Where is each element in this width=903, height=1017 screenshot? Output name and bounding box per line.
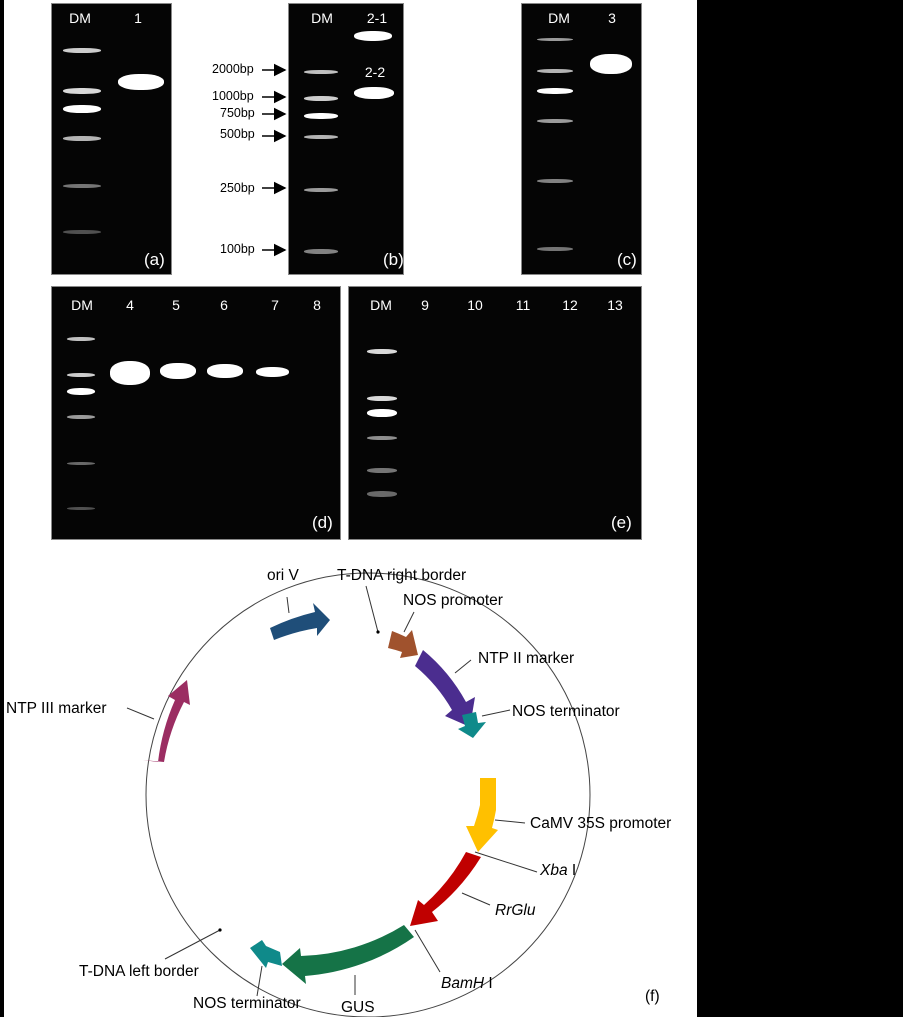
nos-promoter-arrow (388, 630, 418, 658)
lane-label-dm: DM (311, 10, 333, 26)
ladder-band (537, 247, 573, 251)
gel-panel-b: DM 2-1 2-2 (b) (288, 3, 404, 275)
label-ntp3-marker: NTP III marker (6, 700, 107, 717)
camv35s-arrow (466, 778, 498, 852)
sample-band-2-1 (354, 31, 392, 41)
sample-band-5 (160, 363, 196, 379)
label-tdna-left-border: T-DNA left border (79, 963, 199, 980)
sample-band-1 (118, 74, 164, 90)
ladder-band (537, 179, 573, 183)
panel-label-a: (a) (144, 250, 165, 269)
lane-label-dm: DM (69, 10, 91, 26)
sample-band-2-2 (354, 87, 394, 99)
panel-label-c: (c) (617, 250, 637, 269)
label-rrglu: RrGlu (495, 902, 536, 919)
panel-label-d: (d) (312, 513, 333, 532)
ladder-band (67, 415, 95, 419)
gus-arrow (282, 925, 414, 984)
nos-terminator-1-arrow (458, 712, 486, 738)
lane-label-11: 11 (515, 297, 531, 313)
panel-label-b: (b) (383, 250, 404, 269)
ladder-band (63, 184, 101, 188)
ntp3-arrow (143, 680, 190, 762)
sample-band-7 (256, 367, 289, 377)
lane-label-9: 9 (421, 297, 429, 313)
lane-label-10: 10 (467, 297, 483, 313)
ladder-band (67, 373, 95, 377)
panel-label-e: (e) (611, 513, 632, 532)
ladder-band (67, 337, 95, 341)
ladder-band (367, 349, 397, 354)
lane-label-2-1: 2-1 (366, 10, 388, 26)
panel-label-f: (f) (645, 988, 660, 1005)
label-gus: GUS (341, 999, 375, 1016)
ladder-band (304, 249, 338, 254)
label-nos-terminator-1: NOS terminator (512, 703, 620, 720)
sample-band-4 (110, 361, 150, 385)
lane-label-dm: DM (548, 10, 570, 26)
ladder-band (63, 88, 101, 94)
marker-2000bp: 2000bp (212, 62, 254, 76)
gel-panel-e: DM 9 10 11 12 13 (e) (348, 286, 642, 540)
label-nos-promoter: NOS promoter (403, 592, 503, 609)
lane-label-dm: DM (370, 297, 392, 313)
lane-label-8: 8 (313, 297, 321, 313)
lane-label-4: 4 (126, 297, 134, 313)
label-camv35s-promoter: CaMV 35S promoter (530, 815, 672, 832)
plasmid-backbone (145, 572, 591, 1017)
ori-v-arrow (270, 603, 330, 640)
lane-label-dm: DM (71, 297, 93, 313)
ladder-band (63, 105, 101, 113)
nos-terminator-2-arrow (250, 940, 282, 968)
ladder-band (367, 396, 397, 401)
gel-panel-c: DM 3 (c) (521, 3, 642, 275)
label-tdna-right-border: T-DNA right border (337, 567, 467, 584)
sample-band-6 (207, 364, 243, 378)
ladder-band (67, 462, 95, 465)
lane-label-3: 3 (608, 10, 616, 26)
lane-label-5: 5 (172, 297, 180, 313)
ladder-band (537, 119, 573, 123)
sample-band-3 (590, 54, 632, 74)
ladder-band (367, 409, 397, 417)
rrglu-arrow (410, 852, 481, 926)
ladder-band (63, 136, 101, 141)
lane-label-7: 7 (271, 297, 279, 313)
ladder-band (304, 135, 338, 139)
ladder-band (67, 507, 95, 510)
label-ori-v: ori V (267, 567, 299, 584)
ladder-band (304, 188, 338, 192)
marker-250bp: 250bp (220, 181, 255, 195)
label-bamh-i: BamH I (441, 975, 493, 992)
marker-500bp: 500bp (220, 127, 255, 141)
marker-1000bp: 1000bp (212, 89, 254, 103)
ladder-band (537, 38, 573, 41)
lane-label-6: 6 (220, 297, 228, 313)
ladder-band (367, 468, 397, 473)
lane-label-2-2: 2-2 (364, 64, 386, 80)
ladder-band (67, 388, 95, 395)
marker-100bp: 100bp (220, 242, 255, 256)
lane-label-13: 13 (607, 297, 623, 313)
ladder-band (63, 48, 101, 53)
ladder-band (304, 113, 338, 119)
label-ntp2-marker: NTP II marker (478, 650, 575, 667)
gel-panel-d: DM 4 5 6 7 8 (d) (51, 286, 341, 540)
right-black-margin (697, 0, 903, 1017)
lane-label-1: 1 (134, 10, 142, 26)
ladder-band (537, 88, 573, 94)
ladder-band (304, 96, 338, 101)
marker-750bp: 750bp (220, 106, 255, 120)
label-nos-terminator-2: NOS terminator (193, 995, 301, 1012)
ladder-band (367, 436, 397, 440)
lane-label-12: 12 (562, 297, 578, 313)
ladder-band (537, 69, 573, 73)
ladder-band (304, 70, 338, 74)
gel-panel-a: DM 1 (a) (51, 3, 172, 275)
ntp2-arrow (415, 650, 475, 727)
ladder-band (63, 230, 101, 234)
label-xba-i: Xba I (540, 862, 577, 879)
ladder-band (367, 491, 397, 497)
callout-lines (126, 585, 538, 997)
